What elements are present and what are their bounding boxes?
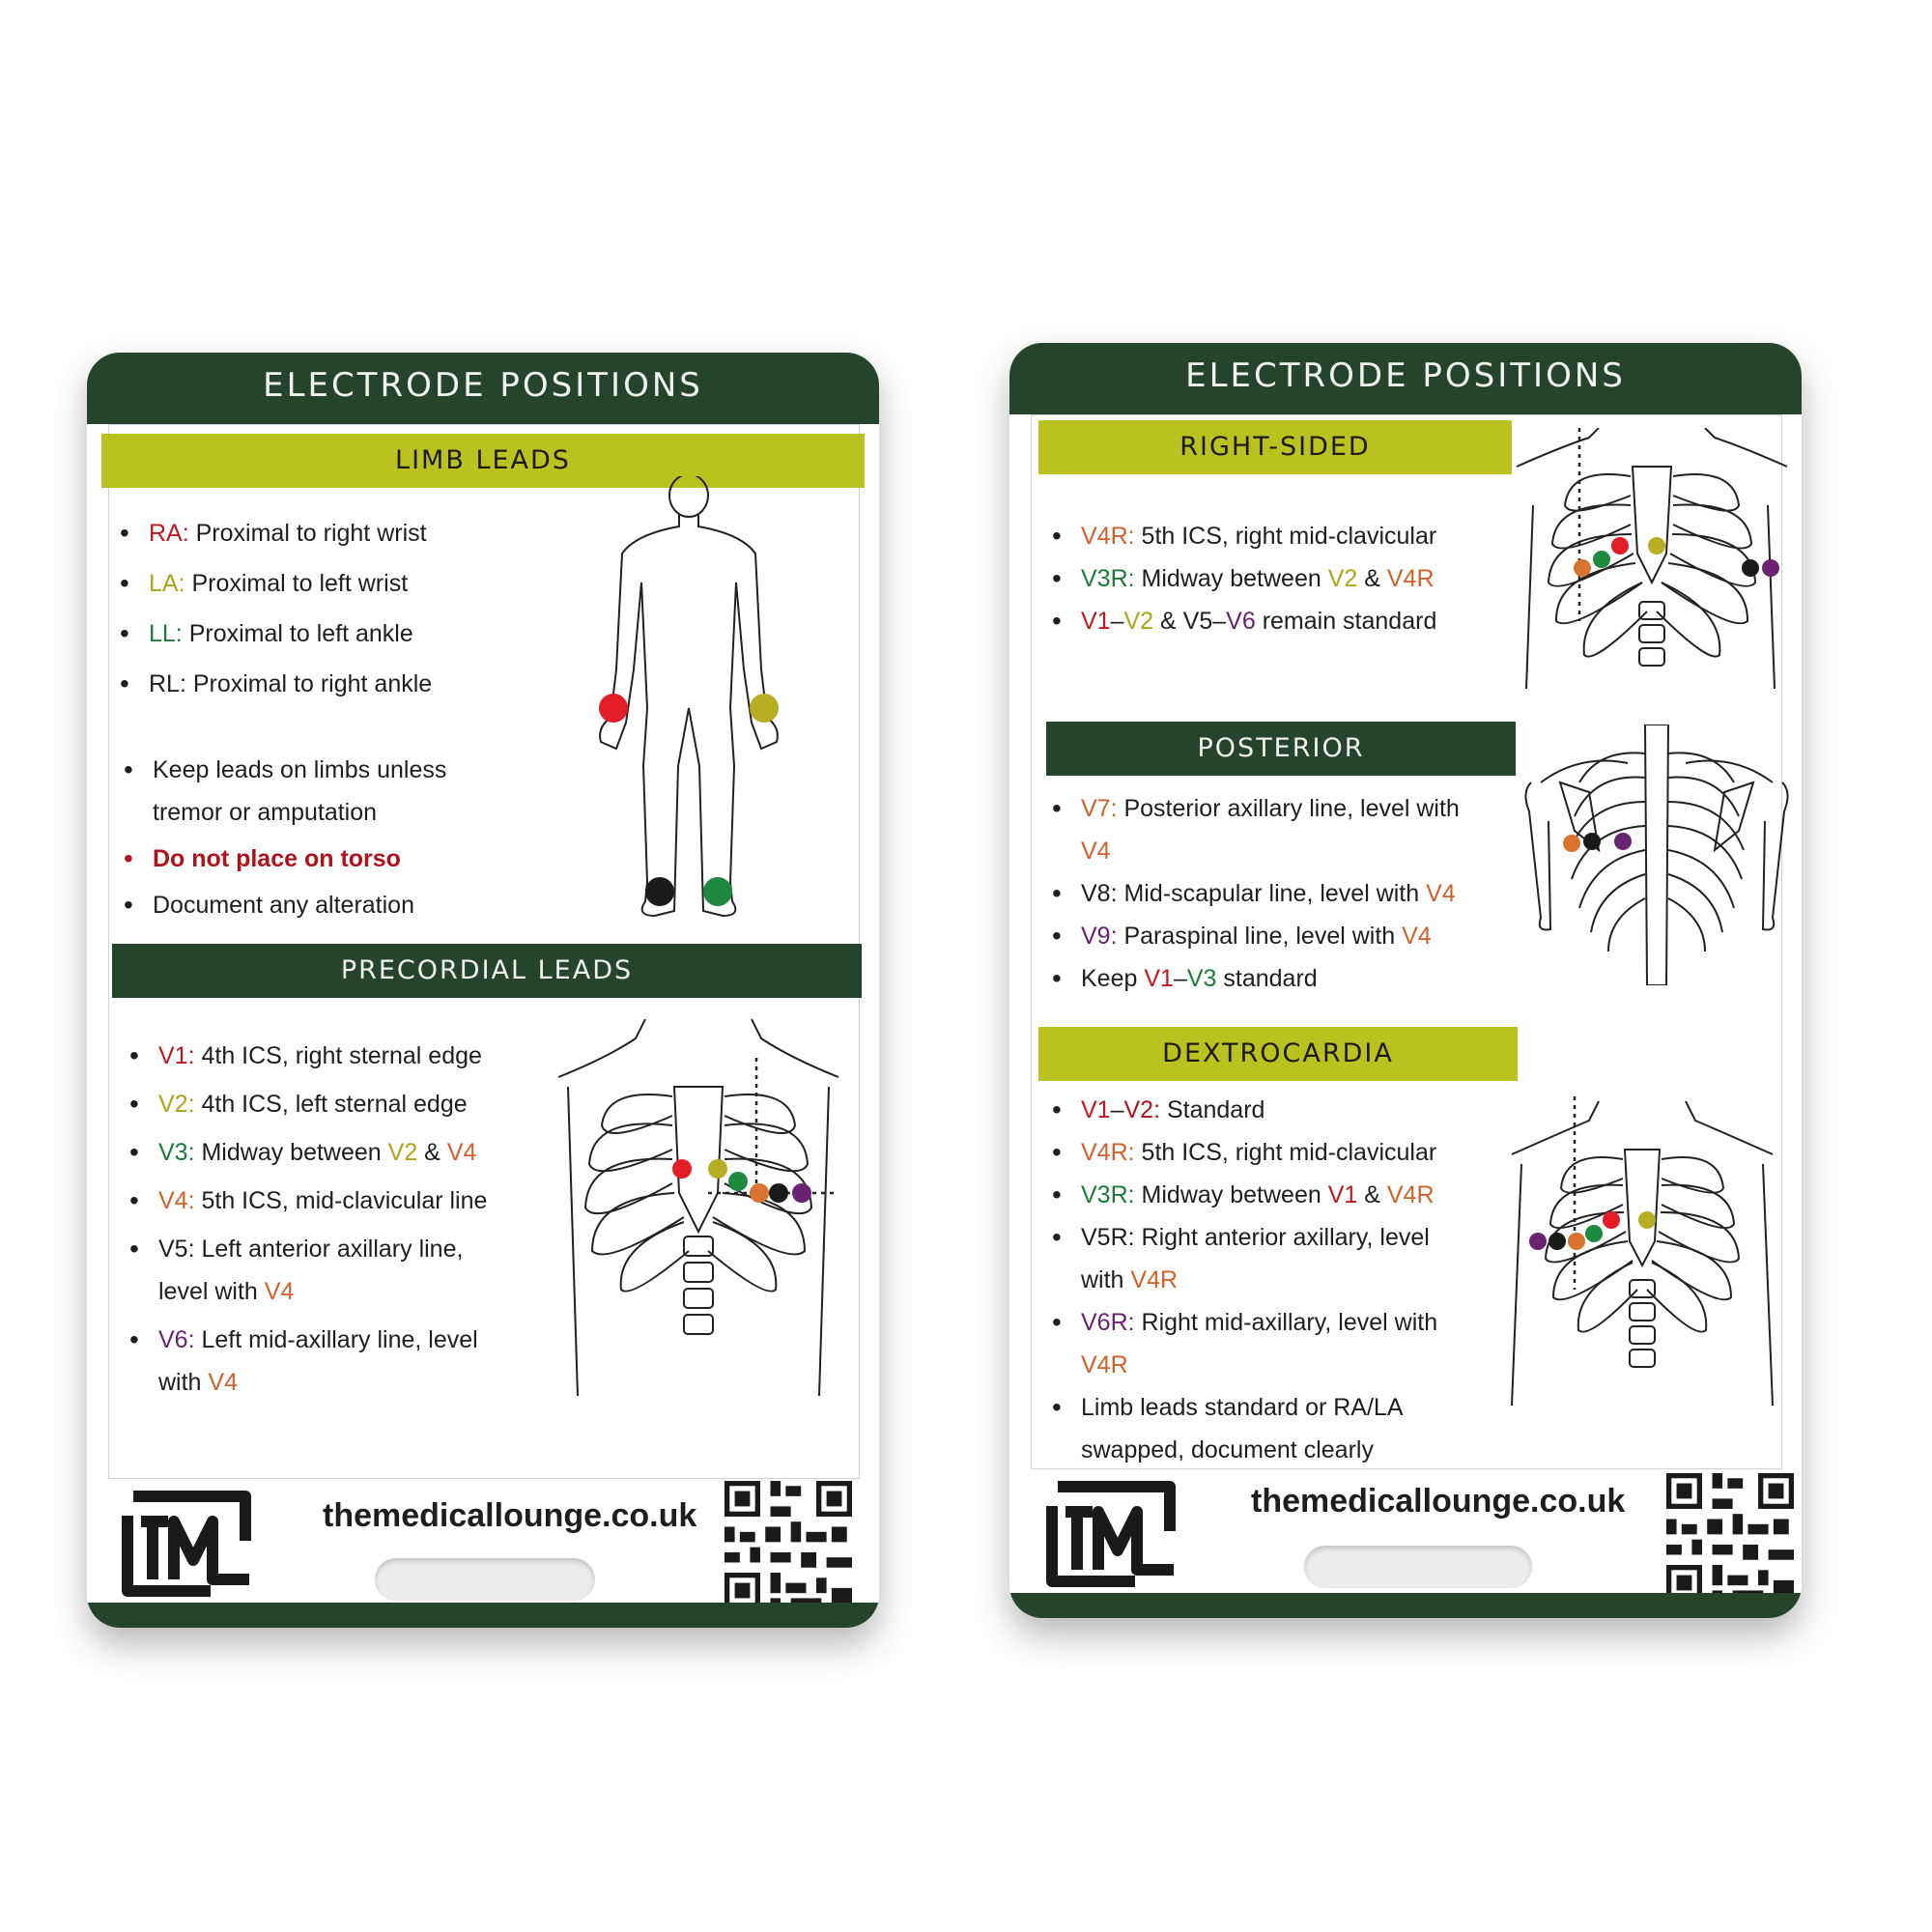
card-title: ELECTRODE POSITIONS: [1185, 356, 1626, 395]
list-item: V2: 4th ICS, left sternal edge: [126, 1083, 551, 1125]
card-header: ELECTRODE POSITIONS: [87, 353, 879, 424]
list-item: V1: 4th ICS, right sternal edge: [126, 1035, 551, 1077]
list-item: V4R: 5th ICS, right mid-clavicular: [1048, 515, 1502, 557]
warning-item: Do not place on torso: [120, 838, 526, 880]
card-footer-bar: [1009, 1593, 1802, 1618]
limb-leads-list: RA: Proximal to right wrist LA: Proximal…: [116, 512, 522, 705]
posterior-list: V7: Posterior axillary line, level withV…: [1048, 787, 1512, 1000]
right-sided-heading: RIGHT-SIDED: [1038, 420, 1512, 474]
website-url: themedicallounge.co.uk: [1251, 1483, 1626, 1520]
lanyard-slot: [1304, 1546, 1532, 1588]
website-url: themedicallounge.co.uk: [323, 1497, 697, 1534]
list-item: V1–V2 & V5–V6 remain standard: [1048, 600, 1502, 642]
tml-logo-icon: [1046, 1481, 1176, 1587]
list-item: V8: Mid-scapular line, level with V4: [1048, 872, 1512, 915]
electrode-card-back: ELECTRODE POSITIONS RIGHT-SIDED V4R: 5th…: [1009, 343, 1802, 1618]
precordial-leads-list: V1: 4th ICS, right sternal edge V2: 4th …: [126, 1035, 551, 1404]
list-item: V5: Left anterior axillary line,level wi…: [126, 1228, 551, 1313]
list-item: V3: Midway between V2 & V4: [126, 1131, 551, 1174]
list-item: LL: Proximal to left ankle: [116, 612, 522, 655]
qr-code-icon: [724, 1481, 852, 1608]
list-item: V4R: 5th ICS, right mid-clavicular: [1048, 1131, 1502, 1174]
card-header: ELECTRODE POSITIONS: [1009, 343, 1802, 414]
body-outline-icon: [599, 476, 779, 918]
qr-code-icon: [1666, 1473, 1794, 1601]
posterior-heading: POSTERIOR: [1046, 722, 1516, 776]
list-item: V3R: Midway between V2 & V4R: [1048, 557, 1502, 600]
precordial-leads-heading: PRECORDIAL LEADS: [112, 944, 862, 998]
list-item: V7: Posterior axillary line, level withV…: [1048, 787, 1512, 872]
list-item: V4: 5th ICS, mid-clavicular line: [126, 1179, 551, 1222]
dextrocardia-heading: DEXTROCARDIA: [1038, 1027, 1518, 1081]
list-item: V1–V2: Standard: [1048, 1089, 1502, 1131]
ribcage-icon: [1511, 1096, 1774, 1406]
lanyard-slot: [375, 1558, 595, 1601]
right-sided-list: V4R: 5th ICS, right mid-clavicular V3R: …: [1048, 515, 1502, 642]
list-item: RA: Proximal to right wrist: [116, 512, 522, 554]
list-item: V3R: Midway between V1 & V4R: [1048, 1174, 1502, 1216]
ribcage-icon: [1516, 428, 1788, 690]
back-skeleton-icon: [1524, 724, 1789, 985]
list-item: LA: Proximal to left wrist: [116, 562, 522, 605]
list-item: RL: Proximal to right ankle: [116, 663, 522, 705]
list-item: Keep V1–V3 standard: [1048, 957, 1512, 1000]
dextrocardia-list: V1–V2: Standard V4R: 5th ICS, right mid-…: [1048, 1089, 1502, 1471]
card-footer-bar: [87, 1603, 879, 1628]
list-item: V9: Paraspinal line, level with V4: [1048, 915, 1512, 957]
list-item: V5R: Right anterior axillary, levelwith …: [1048, 1216, 1502, 1301]
electrode-card-front: ELECTRODE POSITIONS LIMB LEADS RA: Proxi…: [87, 353, 879, 1628]
ribcage-icon: [557, 1019, 839, 1397]
tml-logo-icon: [122, 1491, 251, 1597]
list-item: Document any alteration: [120, 884, 526, 926]
limb-leads-heading: LIMB LEADS: [101, 434, 865, 488]
card-title: ELECTRODE POSITIONS: [263, 366, 703, 405]
